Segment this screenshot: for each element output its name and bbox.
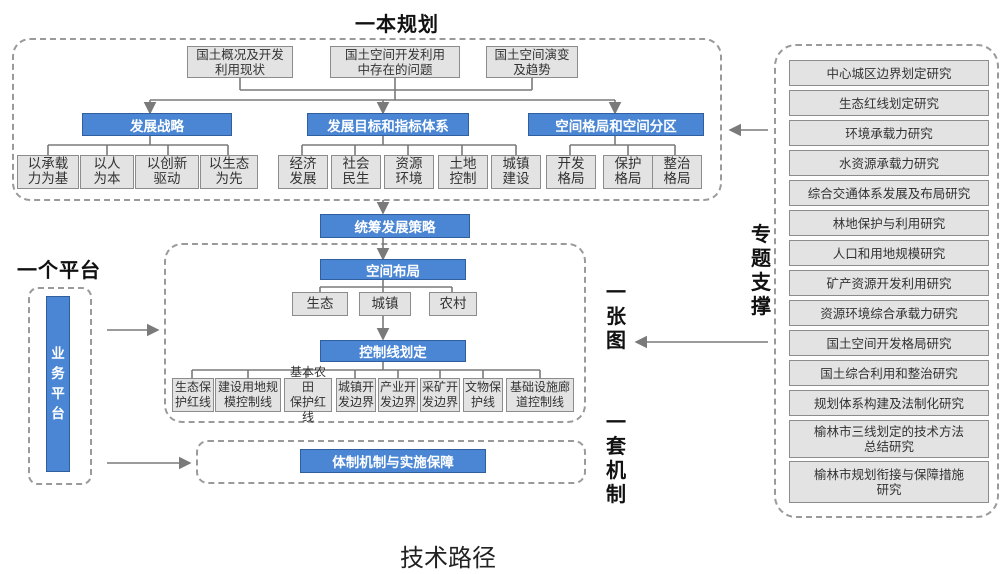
top-box-status: 国土概况及开发 利用现状 [187, 46, 293, 78]
plan-title: 一本规划 [355, 12, 439, 36]
platform-box: 业 务 平 台 [46, 296, 70, 472]
topic-item: 林地保护与利用研究 [789, 210, 989, 236]
strategy-item: 以创新 驱动 [135, 155, 199, 189]
goal-item: 城镇 建设 [491, 155, 541, 189]
topic-item: 资源环境综合承载力研究 [789, 300, 989, 326]
line-item: 基本农田 保护红线 [284, 365, 332, 424]
layout-item: 开发 格局 [546, 155, 596, 189]
line-item: 生态保 护红线 [172, 378, 214, 412]
topic-item: 榆林市规划衔接与保障措施 研究 [789, 461, 989, 503]
topic-item: 中心城区边界划定研究 [789, 60, 989, 86]
topic-item: 国土综合利用和整治研究 [789, 360, 989, 386]
mechanism-title: 一 套 机 制 [606, 410, 626, 506]
topic-item: 人口和用地规模研究 [789, 240, 989, 266]
mechanism-container [196, 440, 586, 484]
topic-item: 规划体系构建及法制化研究 [789, 390, 989, 416]
strategy-item: 以承载 力为基 [17, 155, 79, 189]
layout-rural: 农村 [429, 292, 477, 316]
strategy-box: 统筹发展策略 [320, 214, 470, 238]
mechanism-box: 体制机制与实施保障 [300, 449, 486, 473]
line-item: 建设用地规 模控制线 [215, 378, 281, 412]
line-item: 基础设施廊 道控制线 [506, 378, 574, 412]
topic-item: 国土空间开发格局研究 [789, 330, 989, 356]
topic-item: 矿产资源开发利用研究 [789, 270, 989, 296]
line-item: 文物保 护线 [463, 378, 503, 412]
header-strategy: 发展战略 [82, 113, 232, 136]
line-item: 城镇开 发边界 [336, 378, 376, 412]
layout-item: 整治 格局 [652, 155, 702, 189]
figure-caption: 技术路径 [400, 544, 496, 572]
control-lines-box: 控制线划定 [320, 340, 466, 362]
platform-title: 一个平台 [17, 258, 101, 282]
spatial-layout-box: 空间布局 [320, 259, 466, 280]
plan-container [12, 38, 722, 201]
topic-item: 榆林市三线划定的技术方法 总结研究 [789, 420, 989, 458]
goal-item: 土地 控制 [438, 155, 488, 189]
support-title: 专 题 支 撑 [751, 222, 771, 318]
line-item: 采矿开 发边界 [420, 378, 460, 412]
layout-item: 保护 格局 [603, 155, 653, 189]
top-box-trends: 国土空间演变 及趋势 [486, 46, 578, 78]
strategy-item: 以人 为本 [80, 155, 134, 189]
top-box-problems: 国土空间开发利用 中存在的问题 [330, 46, 460, 78]
map-container [164, 243, 586, 423]
support-container [774, 44, 999, 518]
header-layout: 空间格局和空间分区 [528, 113, 704, 136]
strategy-item: 以生态 为先 [200, 155, 258, 189]
platform-container [28, 287, 92, 485]
header-goals: 发展目标和指标体系 [307, 113, 469, 136]
topic-item: 环境承载力研究 [789, 120, 989, 146]
goal-item: 社会 民生 [331, 155, 381, 189]
map-title: 一 张 图 [606, 280, 626, 352]
goal-item: 资源 环境 [384, 155, 434, 189]
topic-item: 水资源承载力研究 [789, 150, 989, 176]
goal-item: 经济 发展 [278, 155, 328, 189]
layout-ecology: 生态 [292, 292, 348, 316]
line-item: 产业开 发边界 [378, 378, 418, 412]
topic-item: 综合交通体系发展及布局研究 [789, 180, 989, 206]
topic-item: 生态红线划定研究 [789, 90, 989, 116]
layout-urban: 城镇 [359, 292, 411, 316]
